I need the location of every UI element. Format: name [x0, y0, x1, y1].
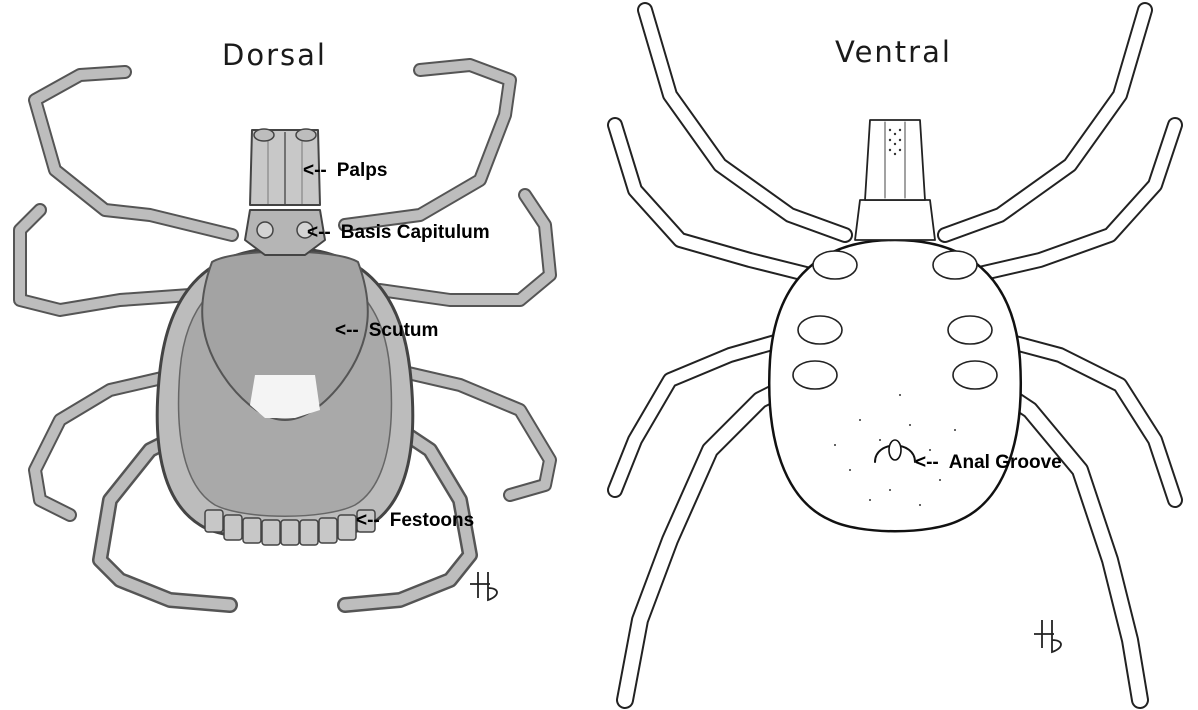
callout-basis-capitulum: <-- Basis Capitulum: [307, 222, 490, 244]
dorsal-artist-monogram: [470, 572, 497, 600]
label-anal-groove: Anal Groove: [949, 452, 1062, 473]
ventral-right-leg-1: [945, 10, 1145, 235]
dorsal-right-leg-1: [345, 65, 510, 225]
label-palps: Palps: [337, 160, 388, 181]
callout-scutum: <-- Scutum: [335, 320, 438, 342]
ventral-view-panel: Ventral: [590, 0, 1198, 710]
arrow-glyph: <--: [356, 510, 380, 531]
dorsal-view-panel: Dorsal: [0, 0, 590, 710]
arrow-glyph: <--: [307, 222, 331, 243]
arrow-glyph: <--: [915, 452, 939, 473]
callout-anal-groove: <-- Anal Groove: [915, 452, 1062, 474]
callout-palps: <-- Palps: [303, 160, 387, 182]
dorsal-tick-illustration: [0, 0, 590, 710]
callout-festoons: <-- Festoons: [356, 510, 474, 532]
ventral-artist-monogram: [1034, 620, 1061, 652]
ventral-capitulum: [855, 200, 935, 240]
ventral-left-leg-1: [645, 10, 845, 235]
arrow-glyph: <--: [303, 160, 327, 181]
ventral-tick-illustration: [590, 0, 1198, 710]
ventral-palps-hypostome: [865, 120, 925, 200]
dorsal-right-leg-3: [395, 370, 550, 495]
arrow-glyph: <--: [335, 320, 359, 341]
label-festoons: Festoons: [390, 510, 474, 531]
dorsal-left-leg-1: [35, 72, 232, 235]
label-scutum: Scutum: [369, 320, 439, 341]
label-basis-capitulum: Basis Capitulum: [341, 222, 490, 243]
